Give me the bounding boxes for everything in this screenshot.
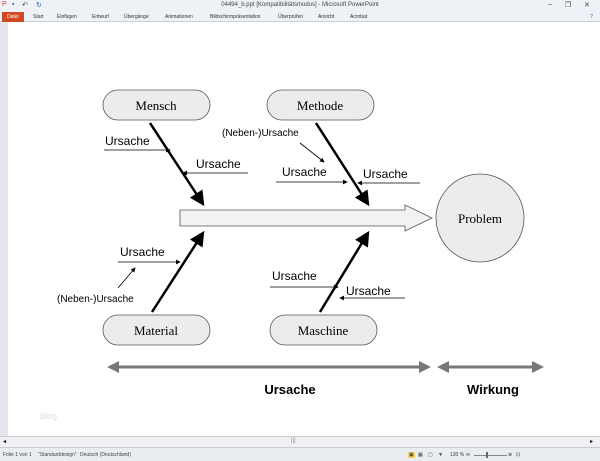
tab-uebergaenge[interactable]: Übergänge [124, 14, 149, 20]
zoom-level[interactable]: 130 % [450, 452, 465, 458]
slide-sorter-icon[interactable]: ▦ [418, 452, 423, 458]
cause-text: Ursache [282, 165, 327, 179]
cause-text: Ursache [196, 157, 241, 171]
cause-label: Methode [297, 98, 343, 113]
cause-box-maschine: Maschine [269, 314, 378, 346]
cause-box-methode: Methode [266, 89, 375, 121]
sub-cause-text: (Neben-)Ursache [57, 294, 134, 305]
close-icon[interactable]: ✕ [584, 2, 590, 9]
language[interactable]: Deutsch (Deutschland) [80, 452, 131, 458]
cause-label: Material [134, 323, 178, 338]
tab-animationen[interactable]: Animationen [165, 14, 193, 20]
scroll-left-icon[interactable]: ◂ [3, 439, 7, 445]
horizontal-scrollbar[interactable]: ◂ ||| ▸ [0, 436, 600, 447]
tab-ansicht[interactable]: Ansicht [318, 14, 335, 20]
save-icon[interactable]: ▪ [12, 1, 15, 8]
tab-ueberpruefen[interactable]: Überprüfen [278, 14, 304, 20]
minimize-icon[interactable]: – [548, 1, 552, 8]
tab-start[interactable]: Start [33, 14, 44, 20]
problem-label: Problem [458, 211, 502, 226]
window-title: 04494_b.ppt [Kompatibilitätsmodus] - Mic… [221, 2, 379, 8]
powerpoint-logo-icon: P [2, 1, 7, 8]
normal-view-icon[interactable]: ▣ [408, 452, 415, 458]
problem-circle: Problem [435, 173, 525, 263]
status-bar: Folie 1 von 1 "Standarddesign" Deutsch (… [0, 447, 600, 461]
bone-arrows [148, 122, 370, 313]
cause-text: Ursache [120, 245, 165, 259]
restore-icon[interactable]: ❐ [565, 2, 572, 9]
cause-text: Ursache [346, 284, 391, 298]
fit-to-window-icon[interactable]: ⊡ [516, 452, 521, 458]
tab-bildschirmpraesentation[interactable]: Bildschirmpräsentation [210, 14, 261, 20]
bottom-effect-label: Wirkung [467, 382, 519, 397]
cause-text: Ursache [363, 167, 408, 181]
help-icon[interactable]: ? [590, 14, 593, 20]
tab-einfuegen[interactable]: Einfügen [57, 14, 77, 20]
left-panel-edge [0, 22, 8, 436]
scroll-thumb[interactable]: ||| [291, 438, 296, 444]
zoom-out-icon[interactable]: ⊖ [466, 452, 471, 458]
scroll-right-icon[interactable]: ▸ [590, 439, 594, 445]
cause-label: Maschine [298, 323, 349, 338]
ribbon-tabs: Datei Start Einfügen Entwurf Übergänge A… [0, 11, 600, 22]
slideshow-icon[interactable]: ▼ [438, 452, 443, 458]
cause-text: Ursache [272, 269, 317, 283]
bottom-cause-label: Ursache [264, 382, 315, 397]
zoom-slider-thumb[interactable] [486, 452, 488, 458]
sub-cause-text: (Neben-)Ursache [222, 128, 299, 139]
cause-box-material: Material [102, 314, 211, 346]
watermark: blog [40, 411, 57, 421]
sub-arrows [104, 142, 420, 301]
slide-counter: Folie 1 von 1 [3, 452, 32, 458]
cause-label: Mensch [135, 98, 177, 113]
cause-text: Ursache [105, 134, 150, 148]
redo-icon[interactable]: ↻ [36, 2, 42, 9]
main-spine-arrow [179, 204, 433, 232]
title-bar: P ▪ ↶ ↻ 04494_b.ppt [Kompatibilitätsmodu… [0, 0, 600, 11]
undo-icon[interactable]: ↶ [22, 2, 28, 9]
slide-canvas: Mensch Methode Material Maschine Problem… [8, 22, 592, 436]
zoom-in-icon[interactable]: ⊕ [508, 452, 513, 458]
tab-entwurf[interactable]: Entwurf [92, 14, 109, 20]
zoom-slider[interactable] [474, 455, 507, 456]
cause-box-mensch: Mensch [102, 89, 211, 121]
tab-datei[interactable]: Datei [2, 12, 24, 22]
reading-view-icon[interactable]: ▢ [428, 452, 433, 458]
design-name[interactable]: "Standarddesign" [38, 452, 77, 458]
tab-acrobat[interactable]: Acrobat [350, 14, 368, 20]
